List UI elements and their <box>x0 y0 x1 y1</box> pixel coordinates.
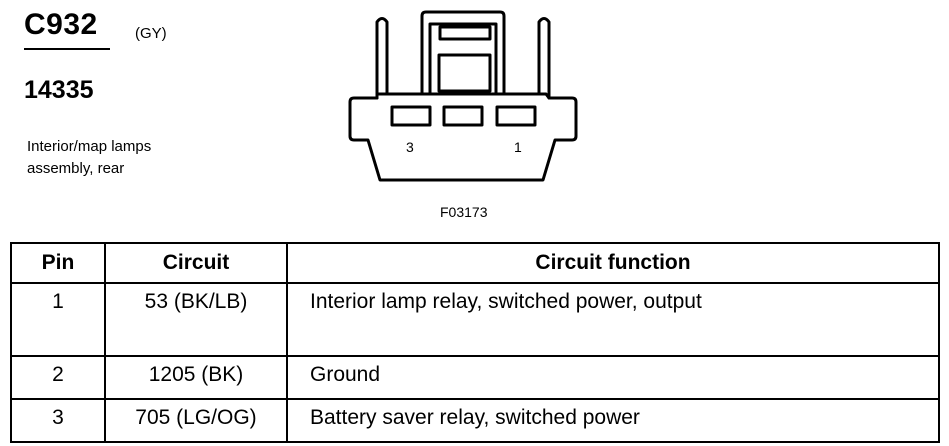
circuit-cell: 53 (BK/LB) <box>104 282 288 357</box>
cavity-label-3: 3 <box>406 139 414 155</box>
header-circuit-function: Circuit function <box>286 242 940 284</box>
table-header-row: Pin Circuit Circuit function <box>10 242 940 284</box>
pin-cell: 3 <box>10 398 106 443</box>
circuit-cell: 1205 (BK) <box>104 355 288 400</box>
connector-body-outline <box>348 92 578 182</box>
cavity-3 <box>390 105 432 127</box>
pin-circuit-table: Pin Circuit Circuit function 1 53 (BK/LB… <box>10 242 940 443</box>
description-line-2: assembly, rear <box>27 160 125 177</box>
pin-cell: 1 <box>10 282 106 357</box>
locking-tab-inner <box>428 22 498 96</box>
cavity-1 <box>495 105 537 127</box>
connector-face-diagram: 3 1 <box>348 10 578 182</box>
right-latch-arm <box>537 17 551 100</box>
connector-id: C932 <box>24 8 98 41</box>
table-row: 2 1205 (BK) Ground <box>10 355 940 400</box>
connector-id-underline <box>24 48 110 50</box>
header-pin: Pin <box>10 242 106 284</box>
cavity-2 <box>442 105 484 127</box>
function-cell: Ground <box>286 355 940 400</box>
table-row: 3 705 (LG/OG) Battery saver relay, switc… <box>10 398 940 443</box>
left-latch-arm <box>375 17 389 100</box>
color-code: (GY) <box>135 25 167 42</box>
pin-cell: 2 <box>10 355 106 400</box>
center-block <box>437 53 492 93</box>
latch-slot <box>438 25 492 41</box>
locking-tab-frame <box>420 10 506 96</box>
cavity-label-1: 1 <box>514 139 522 155</box>
function-cell: Interior lamp relay, switched power, out… <box>286 282 940 357</box>
circuit-cell: 705 (LG/OG) <box>104 398 288 443</box>
part-number: 14335 <box>24 76 94 104</box>
table-row: 1 53 (BK/LB) Interior lamp relay, switch… <box>10 282 940 357</box>
description-line-1: Interior/map lamps <box>27 138 152 155</box>
connector-description: Interior/map lamps assembly, rear <box>27 136 227 180</box>
header-circuit: Circuit <box>104 242 288 284</box>
figure-id: F03173 <box>440 204 488 220</box>
function-cell: Battery saver relay, switched power <box>286 398 940 443</box>
